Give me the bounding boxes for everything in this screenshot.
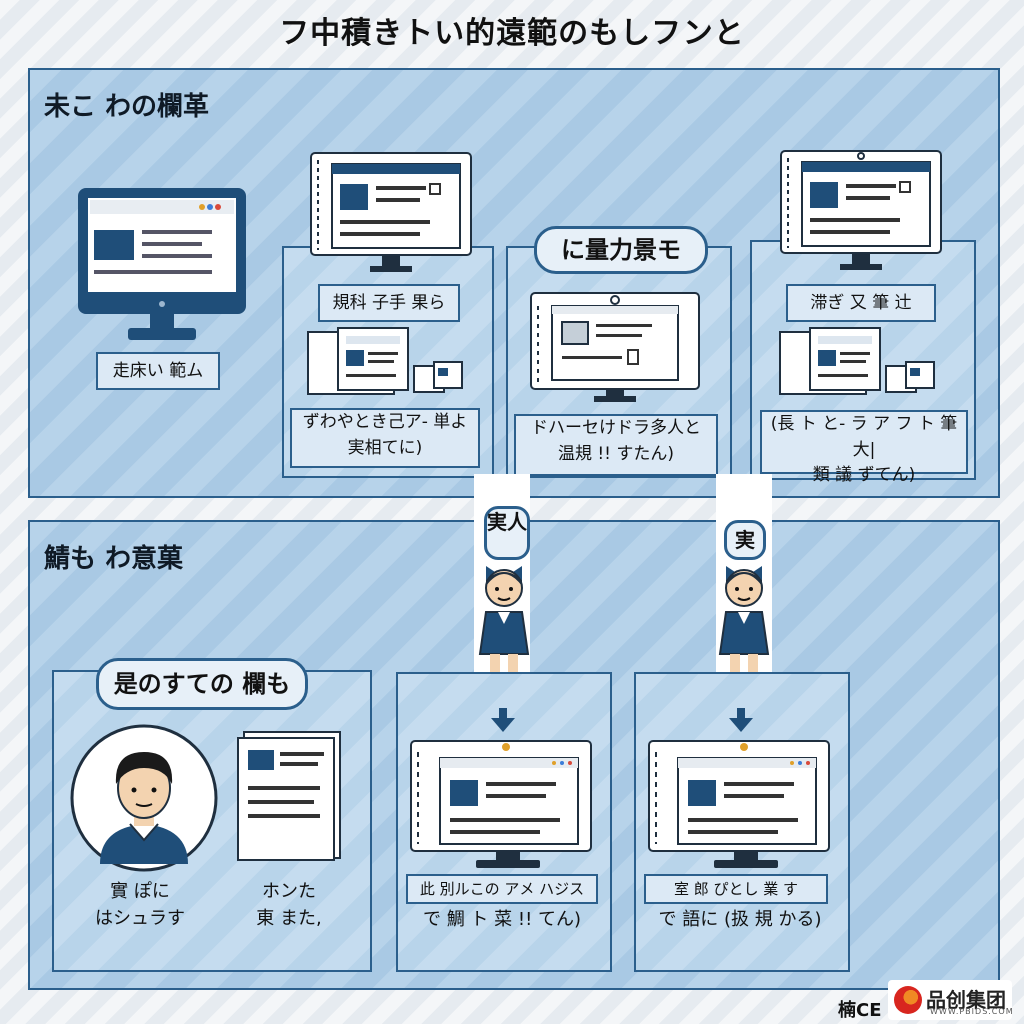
- column-1-caption: ずわやとき己ア- 単よ 実相てに): [290, 408, 480, 468]
- brand-logo: 品创集团 WWW.PBIDS.COM: [888, 980, 1014, 1020]
- monitor-icon: [780, 150, 942, 270]
- person-caption-2-line-2: 東 また,: [256, 908, 322, 929]
- student-figure-icon: [718, 566, 770, 694]
- column-2-caption-line-1: ドハーセけドラ多人と: [531, 418, 701, 438]
- logo-subtext: WWW.PBIDS.COM: [930, 1007, 1014, 1016]
- document-stack-icon: [307, 327, 463, 395]
- person-box-bubble: 是のすての 欄も: [96, 658, 308, 710]
- bottom-box-2-caption: で 語に (扱 規 かる): [658, 909, 822, 930]
- arrow-down-icon: [491, 708, 515, 732]
- column-1-caption-line-1: ずわやとき己ア- 単よ: [302, 412, 468, 432]
- connector-top-left: [474, 474, 516, 494]
- person-caption-1-line-2: はシュラす: [95, 908, 185, 929]
- column-1-label: 規科 子手 果ら: [318, 284, 460, 322]
- column-3-caption-line-1: (長 ト と- ラ ア フ ト 筆 大|: [770, 414, 958, 460]
- document-icon: [237, 731, 341, 861]
- monitor-icon: [530, 292, 700, 402]
- column-3-label: 滞ぎ 又 筆 辻: [786, 284, 936, 322]
- column-3-caption: (長 ト と- ラ ア フ ト 筆 大| 類 議 ずてん): [760, 410, 968, 485]
- logo-text: 品创集团: [926, 988, 1006, 1012]
- person-caption-2: ホンた 東 また,: [234, 878, 344, 932]
- bottom-box-1-caption: で 鯛 ト 菜 !! てん): [422, 909, 582, 930]
- document-stack-icon: [779, 327, 935, 395]
- person-avatar-icon: [70, 724, 218, 872]
- speech-bubble-left: 実人: [484, 506, 530, 560]
- bottom-box-1-label: 此 別ルこの アメ ハジス: [406, 874, 598, 904]
- desktop-monitor-icon: [78, 188, 246, 340]
- bottom-panel-title: 鯖も わ意菓: [44, 544, 184, 574]
- person-caption-2-line-1: ホンた: [262, 881, 316, 902]
- arrow-down-icon: [729, 708, 753, 732]
- person-caption-1-line-1: 實 ぽに: [110, 881, 170, 902]
- monitor-icon: [648, 740, 830, 868]
- student-figure-icon: [478, 566, 530, 694]
- person-caption-1: 實 ぽに はシュラす: [70, 878, 210, 932]
- column-2-bubble: に量力景モ: [534, 226, 708, 274]
- column-2-caption-line-2: 温規 !! すたん): [557, 443, 675, 464]
- diagram-title: フ中積きトい的遠範のもしフンと: [279, 16, 745, 51]
- column-1-caption-line-2: 実相てに): [347, 437, 423, 458]
- top-panel-title: 未こ わの欄革: [44, 92, 210, 122]
- monitor-icon: [310, 152, 472, 272]
- column-2-caption: ドハーセけドラ多人と 温規 !! すたん): [514, 414, 718, 476]
- logo-mark-icon: [894, 986, 922, 1014]
- bottom-box-2-label: 室 郎 ぴとし 業 す: [644, 874, 828, 904]
- left-label: 走床い 範ム: [96, 352, 220, 390]
- column-3-caption-line-2: 類 議 ずてん): [812, 465, 916, 485]
- speech-bubble-right: 実: [724, 520, 766, 560]
- monitor-icon: [410, 740, 592, 868]
- footer-text: 楠CE: [838, 1000, 882, 1021]
- connector-top-right: [728, 474, 772, 494]
